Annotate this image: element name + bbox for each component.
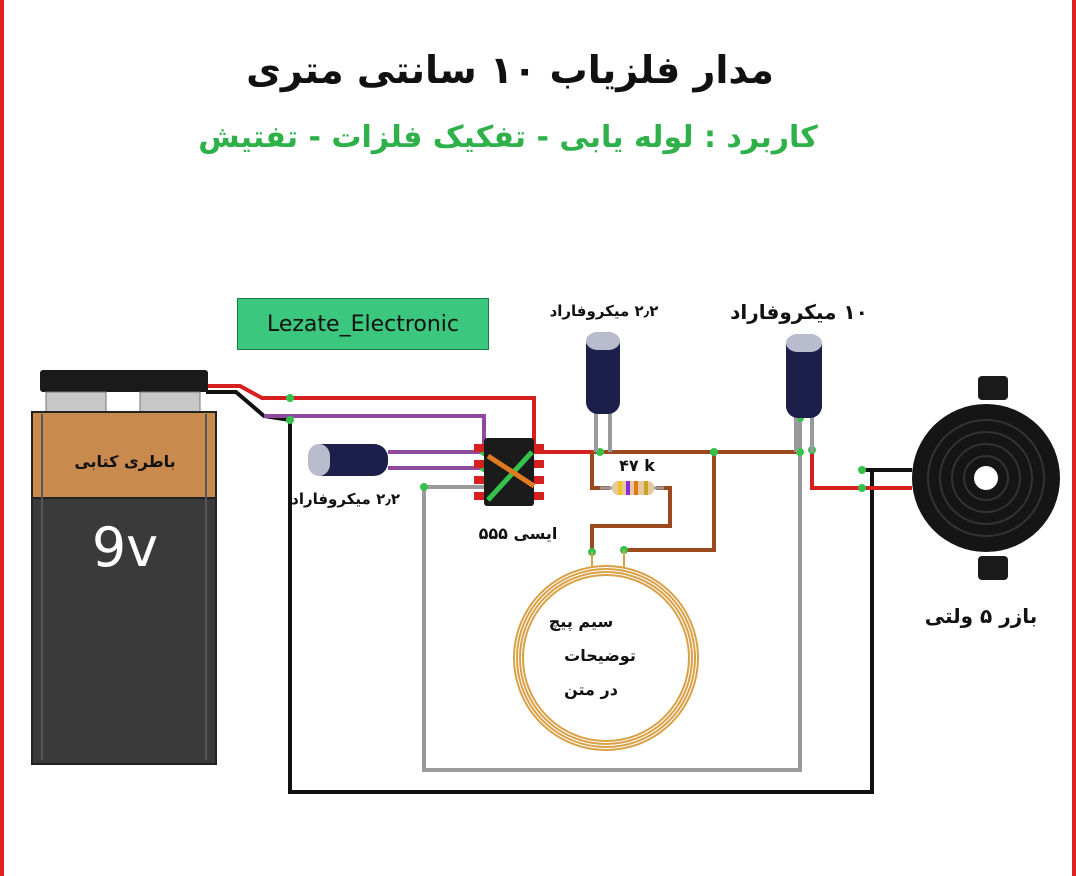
page-title: مدار فلزیاب ۱۰ سانتی متری [246,48,774,92]
capacitor-top-right [786,334,822,452]
watermark-badge: Lezate_Electronic [237,298,489,350]
page-subtitle: کاربرد : لوله یابی - تفکیک فلزات - تفتیش [198,120,818,155]
frame-left-border [0,0,4,876]
capacitor-left [308,444,388,476]
battery-voltage: 9v [91,516,159,579]
brown-wire-resistor-out [590,486,672,552]
search-coil [513,550,699,751]
capacitor-top-middle-label: ۲٫۲ میکروفاراد [549,302,659,320]
battery-label: باطری کتابی [74,452,176,471]
purple-wire [264,414,486,452]
capacitor-left-label: ۲٫۲ میکروفاراد [291,490,400,508]
capacitor-top-middle [586,332,620,452]
brown-wire-resistor-loop [590,452,610,490]
resistor-label: ۴۷ k [619,456,655,475]
coil-label-line3: در متن [564,680,618,699]
buzzer [912,376,1060,580]
buzzer-pos-wire-red [810,450,912,490]
coil-label-line1: سیم پیچ [548,612,614,631]
coil-label-line2: توضیحات [564,646,636,665]
resistor-47k [600,481,664,495]
battery-9v [31,370,217,765]
ic-555-chip [474,438,544,506]
brown-wire-coil [624,452,716,552]
battery-pos-wire-red [206,384,592,454]
buzzer-label: بازر ۵ ولتی [924,604,1038,628]
ic-label: ایسی ۵۵۵ [478,524,558,543]
gray-wire [422,418,802,772]
capacitor-top-right-label: ۱۰ میکروفاراد [730,300,868,324]
frame-right-border [1072,0,1076,876]
